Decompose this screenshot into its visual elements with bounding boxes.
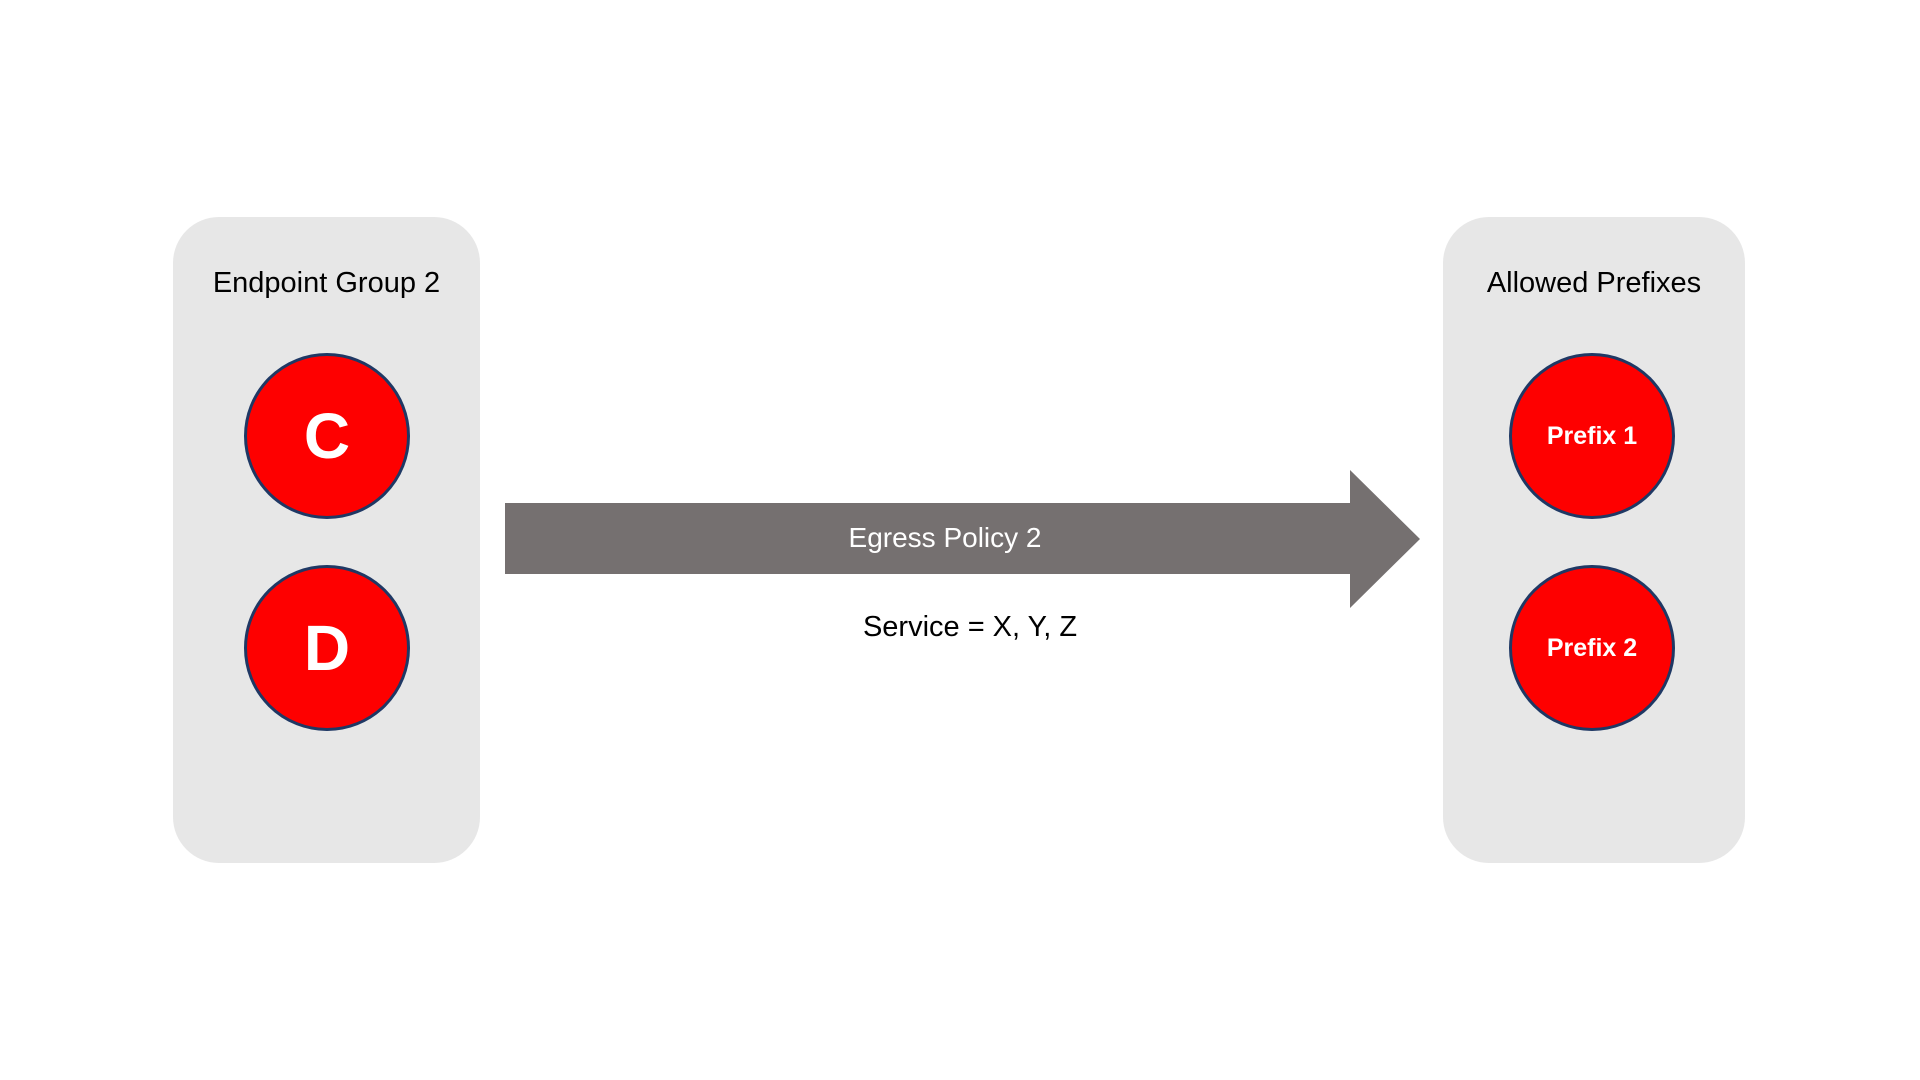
egress-policy-label: Egress Policy 2 xyxy=(848,522,1042,553)
arrow-shape xyxy=(505,470,1420,608)
endpoint-node-c: C xyxy=(244,353,410,519)
allowed-prefixes-panel: Allowed Prefixes Prefix 1 Prefix 2 xyxy=(1443,217,1745,863)
endpoint-group-panel: Endpoint Group 2 C D xyxy=(173,217,480,863)
endpoint-node-d: D xyxy=(244,565,410,731)
service-label: Service = X, Y, Z xyxy=(862,611,1078,643)
prefix-1-label: Prefix 1 xyxy=(1546,421,1638,450)
prefix-2-label: Prefix 2 xyxy=(1546,633,1638,662)
endpoint-node-c-label: C xyxy=(303,400,351,472)
allowed-prefixes-title: Allowed Prefixes xyxy=(1486,267,1702,299)
endpoint-node-d-label: D xyxy=(303,612,351,684)
prefix-2-node: Prefix 2 xyxy=(1509,565,1675,731)
prefix-1-node: Prefix 1 xyxy=(1509,353,1675,519)
endpoint-group-title: Endpoint Group 2 xyxy=(212,267,441,299)
egress-policy-arrow xyxy=(505,470,1420,608)
